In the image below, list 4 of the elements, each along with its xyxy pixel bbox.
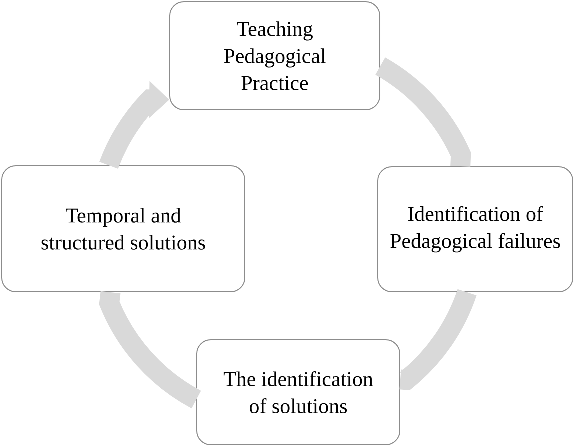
process-box: Identification of Pedagogical failures — [378, 166, 574, 292]
process-box: Temporal and structured solutions — [2, 166, 246, 292]
process-box: The identification of solutions — [196, 340, 400, 446]
process-box: Teaching Pedagogical Practice — [170, 2, 380, 110]
